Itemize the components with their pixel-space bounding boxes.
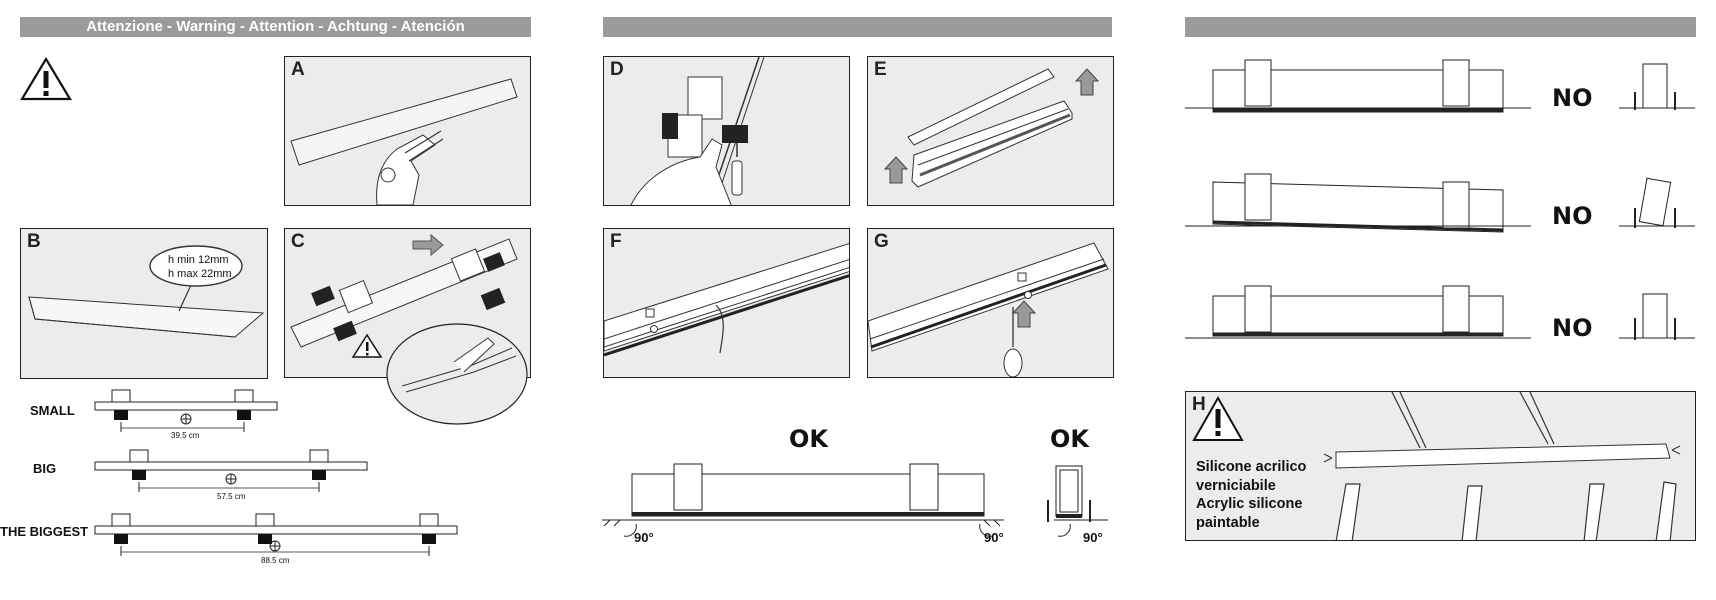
panel-b-illustration [28, 245, 265, 338]
size-small-dim: 39.5 cm [171, 431, 200, 440]
panel-a-label: A [291, 59, 305, 80]
size-small-label: SMALL [30, 403, 75, 418]
silicone-line-4: paintable [1196, 514, 1260, 531]
size-diagrams [94, 389, 458, 556]
screwdriver-icon [731, 143, 743, 196]
panel-d-label: D [610, 59, 624, 80]
arrow-icon [412, 233, 444, 257]
no-label-1: NO [1552, 84, 1593, 112]
warning-icon [351, 333, 383, 358]
panel-c-zoom-detail [386, 323, 528, 425]
no-label-3: NO [1552, 314, 1593, 342]
screwdriver-icon [1003, 307, 1023, 377]
panel-b: h min 12mm h max 22mm B [20, 228, 268, 379]
panel-f: F [603, 228, 850, 378]
arrow-icon [883, 156, 909, 184]
angle-label-2: 90° [984, 530, 1004, 545]
angle-label-3: 90° [1083, 530, 1103, 545]
panel-b-note-line2: h max 22mm [168, 268, 232, 280]
panel-g: G [867, 228, 1114, 378]
size-big-dim: 57.5 cm [217, 492, 246, 501]
small-rail [94, 389, 278, 432]
panel-g-illustration [868, 242, 1109, 377]
panel-f-illustration [604, 243, 849, 357]
ok-side-view [1047, 465, 1108, 537]
ok-side-label: OK [1050, 425, 1089, 453]
panel-b-label: B [27, 231, 41, 252]
hand-icon [376, 130, 444, 205]
panel-e-illustration [883, 68, 1100, 188]
big-rail [94, 449, 368, 492]
panel-e-label: E [874, 59, 887, 80]
warning-icon [20, 56, 72, 101]
panel-h: H Silicone acrilico verniciabile Acrylic… [1185, 391, 1696, 541]
ok-profiles [602, 463, 1108, 537]
size-biggest-label: THE BIGGEST [0, 524, 89, 539]
panel-b-note-line1: h min 12mm [168, 254, 229, 266]
no-row-2 [1185, 173, 1695, 233]
ok-front-label: OK [789, 425, 828, 453]
no-row-1 [1185, 59, 1695, 113]
silicone-line-3: Acrylic silicone [1196, 496, 1303, 512]
panel-h-illustration [1192, 392, 1681, 540]
panel-a: A [284, 56, 531, 206]
arrow-icon [1011, 300, 1037, 328]
arrow-icon [1074, 68, 1100, 96]
no-label-2: NO [1552, 202, 1593, 230]
panel-e: E [867, 56, 1114, 206]
warning-header: Attenzione - Warning - Attention - Achtu… [20, 17, 531, 37]
panel-g-label: G [874, 231, 889, 252]
panel-h-label: H [1192, 394, 1206, 415]
panel-d: D [603, 56, 850, 206]
biggest-rail [94, 513, 458, 556]
panel-c-label: C [291, 231, 305, 252]
panel-d-illustration [630, 57, 765, 205]
size-biggest-dim: 88.5 cm [261, 556, 290, 565]
size-big-label: BIG [33, 461, 57, 476]
silicone-line-2: verniciabile [1196, 477, 1276, 494]
no-profiles [1185, 59, 1695, 340]
angle-label-1: 90° [634, 530, 654, 545]
ok-front-view [602, 463, 1004, 537]
panel-c-illustration [290, 233, 518, 358]
silicone-text: Silicone acrilico verniciabile Acrylic s… [1196, 458, 1306, 532]
panel-b-height-note: h min 12mm h max 22mm [154, 252, 238, 282]
panel-f-label: F [610, 231, 622, 252]
column3-header [1185, 17, 1696, 37]
column2-header [603, 17, 1112, 37]
warning-icon [1192, 395, 1244, 441]
silicone-line-1: Silicone acrilico [1196, 459, 1307, 475]
no-row-3 [1185, 285, 1695, 340]
panel-a-illustration [290, 78, 518, 205]
